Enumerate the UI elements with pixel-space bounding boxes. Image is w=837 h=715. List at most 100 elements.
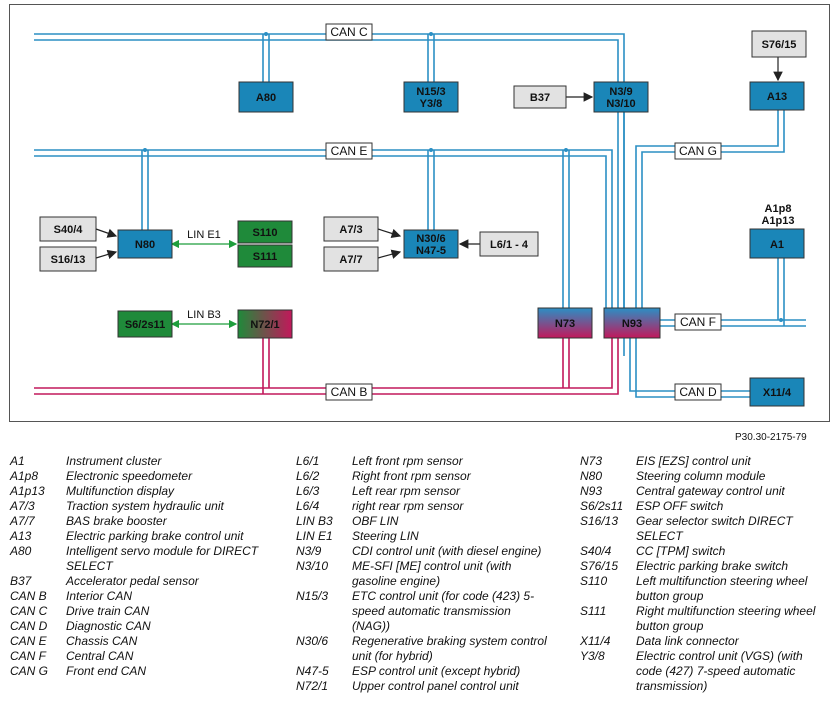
- node-a13[interactable]: A13: [749, 81, 805, 111]
- legend-description: Right multifunction steering wheel butto…: [636, 604, 816, 633]
- network-topology-diagram: CAN C CAN E CAN G CAN F CAN D: [34, 23, 807, 407]
- node-n72-1[interactable]: N72/1: [237, 309, 293, 339]
- can-b-label-box: [325, 383, 373, 401]
- node-s110-label: S110: [252, 227, 277, 239]
- node-s40-4[interactable]: S40/4: [39, 216, 97, 242]
- legend-item: N15/3 ETC control unit (for code (423) 5-…: [296, 589, 551, 634]
- legend-description: Central CAN: [66, 649, 134, 663]
- node-n15-3-label: N15/3: [416, 86, 445, 98]
- node-s40-4-label: S40/4: [54, 224, 84, 236]
- can-b-label: CAN B: [331, 385, 368, 399]
- legend-code: Y3/8: [580, 649, 605, 663]
- legend-code: N93: [580, 484, 603, 498]
- node-x11-4-label: X11/4: [763, 387, 792, 399]
- legend-description: OBF LIN: [352, 514, 399, 528]
- node-y3-8-label: Y3/8: [420, 98, 443, 110]
- legend-description: Drive train CAN: [66, 604, 150, 618]
- node-n30-6[interactable]: N30/6 N47-5: [403, 229, 459, 259]
- node-b37[interactable]: B37: [513, 85, 567, 109]
- node-s16-13-label: S16/13: [51, 254, 86, 266]
- node-a7-7[interactable]: A7/7: [323, 246, 379, 272]
- lin-e1-label: LIN E1: [187, 229, 221, 241]
- legend-code: LIN E1: [296, 529, 333, 543]
- node-n93[interactable]: N93: [603, 307, 661, 339]
- node-s76-15[interactable]: S76/15: [751, 30, 807, 58]
- legend-code: S76/15: [580, 559, 619, 573]
- legend-description: Central gateway control unit: [636, 484, 785, 498]
- node-s16-13[interactable]: S16/13: [39, 246, 97, 272]
- legend-code: N15/3: [296, 589, 329, 603]
- legend-description: Intelligent servo module for DIRECT SELE…: [66, 544, 259, 573]
- legend-description: ME-SFI [ME] control unit (with gasoline …: [352, 559, 512, 588]
- node-s110[interactable]: S110: [237, 220, 293, 244]
- node-n73[interactable]: N73: [537, 307, 593, 339]
- node-n80[interactable]: N80: [117, 229, 173, 259]
- can-d-label: CAN D: [679, 385, 717, 399]
- node-l6-1-4[interactable]: L6/1 - 4: [479, 231, 539, 257]
- node-x11-4[interactable]: X11/4: [749, 377, 805, 407]
- legend-code: CAN B: [10, 589, 47, 603]
- node-a7-3[interactable]: A7/3: [323, 216, 379, 242]
- legend-code: CAN C: [10, 604, 48, 618]
- lin-e1-link: LIN E1: [170, 229, 238, 249]
- legend-description: BAS brake booster: [66, 514, 167, 528]
- legend-item: S110 Left multifunction steering wheel bu…: [580, 574, 830, 604]
- node-s111[interactable]: S111: [237, 244, 293, 268]
- node-a1p13-label: A1p13: [761, 215, 794, 227]
- can-e-label-box: [325, 142, 373, 160]
- legend-item: S40/4 CC [TPM] switch: [580, 544, 830, 559]
- legend-description: Left front rpm sensor: [352, 454, 463, 468]
- legend-code: L6/4: [296, 499, 320, 513]
- legend-description: ETC control unit (for code (423) 5-speed…: [352, 589, 535, 633]
- node-n15-3[interactable]: N15/3 Y3/8: [403, 81, 459, 113]
- node-n30-6-label: N30/6: [416, 233, 445, 245]
- legend-code: CAN F: [10, 649, 46, 663]
- legend-description: Steering column module: [636, 469, 766, 483]
- legend-item: A80 Intelligent servo module for DIRECT S…: [10, 544, 280, 574]
- legend-description: Data link connector: [636, 634, 739, 648]
- node-a80-label: A80: [256, 92, 276, 104]
- can-g-label: CAN G: [679, 144, 717, 158]
- node-a7-3-label: A7/3: [339, 224, 362, 236]
- node-s6-2s11[interactable]: S6/2s11: [117, 310, 173, 338]
- node-n3-9[interactable]: N3/9 N3/10: [593, 81, 649, 113]
- legend-description: CC [TPM] switch: [636, 544, 726, 558]
- diagram-frame: [9, 4, 830, 422]
- node-a80[interactable]: A80: [238, 81, 294, 113]
- legend-code: S110: [580, 574, 608, 588]
- legend-description: Diagnostic CAN: [66, 619, 151, 633]
- legend-code: B37: [10, 574, 32, 588]
- node-a13-label: A13: [767, 91, 787, 103]
- legend-code: A7/3: [10, 499, 35, 513]
- legend-code: L6/1: [296, 454, 320, 468]
- legend-description: Multifunction display: [66, 484, 175, 498]
- can-c-bus: CAN C: [34, 23, 625, 356]
- legend-description: Steering LIN: [352, 529, 419, 543]
- legend-code: X11/4: [580, 634, 611, 648]
- junction-dots: [143, 32, 783, 322]
- can-f-label: CAN F: [680, 315, 716, 329]
- legend-description: Gear selector switch DIRECT SELECT: [636, 514, 793, 543]
- node-n3-9-label: N3/9: [609, 86, 632, 98]
- node-s111-label: S111: [253, 251, 277, 263]
- legend-code: N47-5: [296, 664, 329, 678]
- node-b37-label: B37: [530, 92, 550, 104]
- legend-code: L6/3: [296, 484, 320, 498]
- node-a1[interactable]: A1: [749, 228, 805, 259]
- legend-code: S40/4: [580, 544, 612, 558]
- legend-code: A80: [10, 544, 32, 558]
- legend-description: Left multifunction steering wheel button…: [636, 574, 808, 603]
- lin-b3-link: LIN B3: [170, 309, 238, 329]
